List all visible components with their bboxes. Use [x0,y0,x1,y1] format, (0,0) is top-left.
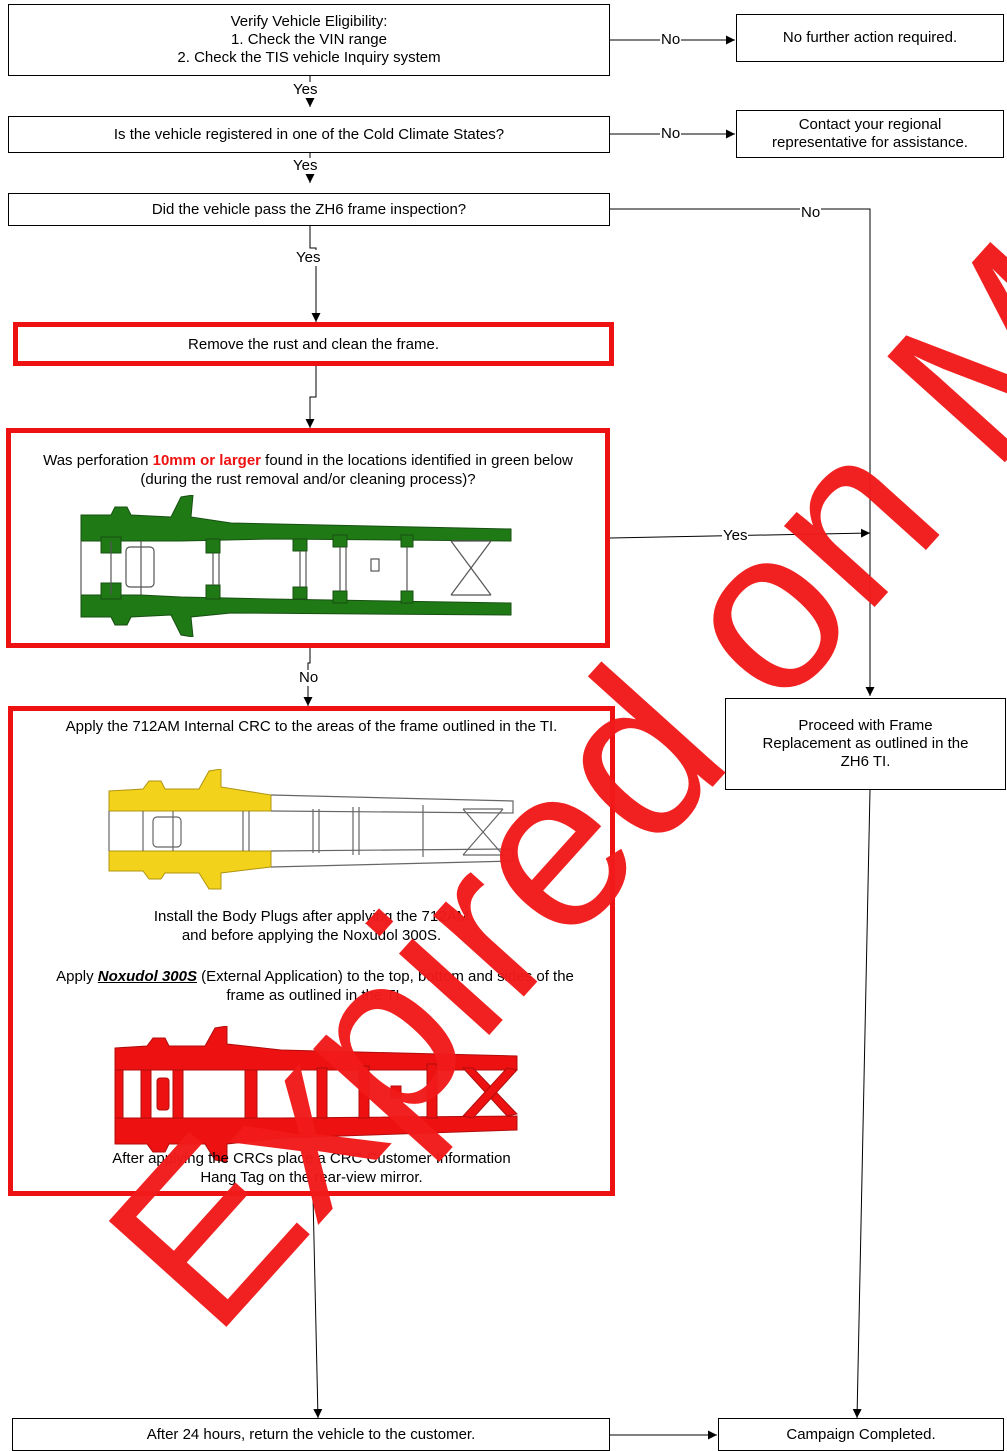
contact-line-1: Contact your regional [798,116,942,133]
replacement-line-2: Replacement as outlined in the [762,735,969,752]
frame-red-diagram [114,1026,518,1162]
label-yes-perforation: Yes [722,527,749,544]
replacement-line-1: Proceed with Frame [798,717,933,734]
frame-replacement-box: Proceed with Frame Replacement as outlin… [725,698,1006,790]
replacement-line-3: ZH6 TI. [840,753,891,770]
external-crc-text: Apply Noxudol 300S (External Application… [56,968,574,1004]
noxudol-product: Noxudol 300S [97,968,197,985]
no-action-box: No further action required. [736,14,1004,62]
label-yes-cold: Yes [292,157,319,174]
label-no-zh6: No [800,204,822,221]
verify-tis-check: 2. Check the TIS vehicle Inquiry system [177,49,441,66]
campaign-completed-box: Campaign Completed. [718,1418,1004,1451]
hang-tag-text: After applying the CRCs place a CRC Cust… [112,1150,511,1186]
zh6-inspection-box: Did the vehicle pass the ZH6 frame inspe… [8,193,610,226]
frame-yellow-diagram [108,769,514,890]
contact-line-2: representative for assistance. [772,134,968,151]
remove-rust-text: Remove the rust and clean the frame. [188,335,439,353]
perforation-question: Was perforation 10mm or larger found in … [43,452,573,488]
internal-crc-text: Apply the 712AM Internal CRC to the area… [65,718,558,735]
campaign-completed-text: Campaign Completed. [786,1425,936,1443]
label-no-perforation: No [298,669,320,686]
label-yes-verify: Yes [292,81,319,98]
label-no-verify: No [660,31,682,48]
no-action-text: No further action required. [782,29,958,46]
cold-climate-text: Is the vehicle registered in one of the … [113,125,505,143]
zh6-inspection-text: Did the vehicle pass the ZH6 frame inspe… [151,200,467,218]
return-vehicle-box: After 24 hours, return the vehicle to th… [12,1418,610,1451]
verify-vin-check: 1. Check the VIN range [231,31,387,48]
return-vehicle-text: After 24 hours, return the vehicle to th… [146,1425,476,1443]
apply-crc-box: Apply the 712AM Internal CRC to the area… [8,706,615,1196]
label-no-cold: No [660,125,682,142]
frame-green-diagram [80,495,512,637]
label-yes-zh6: Yes [295,249,322,266]
body-plugs-text: Install the Body Plugs after applying th… [153,908,470,944]
cold-climate-box: Is the vehicle registered in one of the … [8,116,610,153]
remove-rust-box: Remove the rust and clean the frame. [13,322,614,366]
perforation-box: Was perforation 10mm or larger found in … [6,428,610,648]
perforation-size-highlight: 10mm or larger [152,452,261,469]
verify-eligibility-box: Verify Vehicle Eligibility: 1. Check the… [8,4,610,76]
contact-representative-box: Contact your regional representative for… [736,110,1004,158]
verify-title: Verify Vehicle Eligibility: [230,13,388,30]
